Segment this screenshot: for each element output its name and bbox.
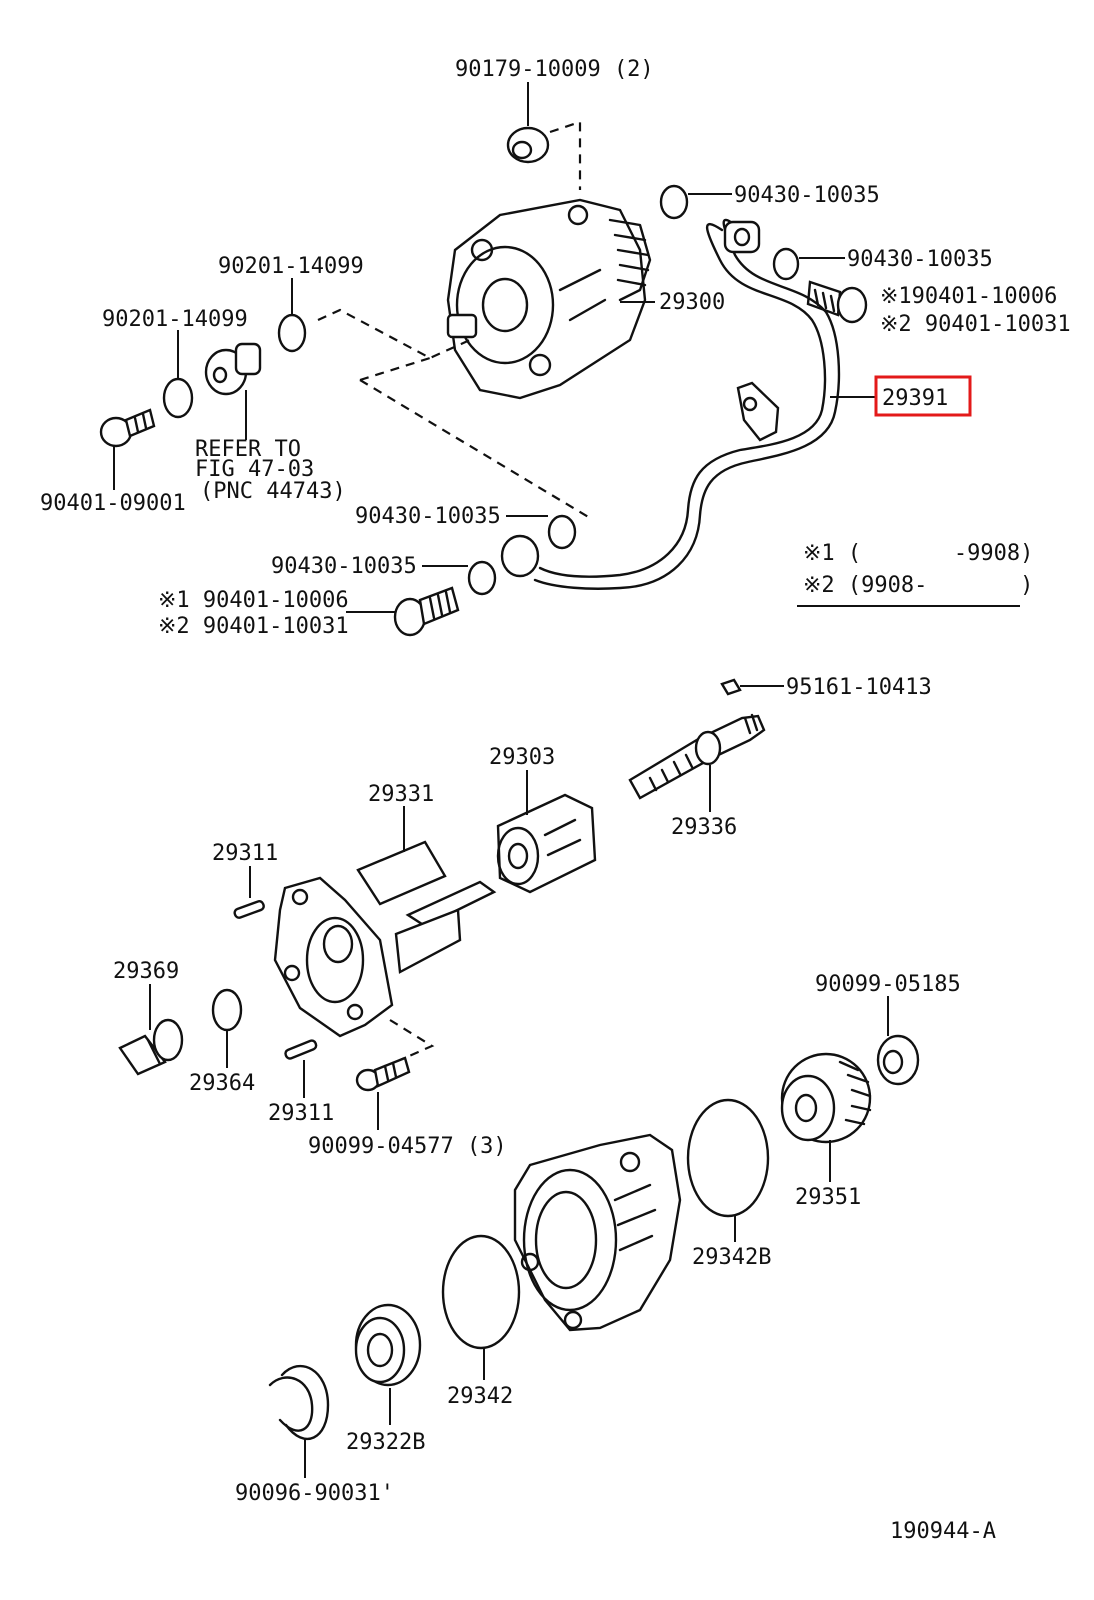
callout-29364[interactable]: 29364 bbox=[189, 1071, 255, 1096]
gasket-90430-a-drawing bbox=[659, 184, 689, 220]
union-bolt-lower-drawing bbox=[346, 586, 460, 637]
gasket-90201-b-drawing bbox=[162, 377, 194, 419]
callout-90401-10031-bottom[interactable]: ※2 90401-10031 bbox=[158, 614, 349, 639]
callout-29342B[interactable]: 29342B bbox=[692, 1245, 771, 1270]
callout-95161-10413[interactable]: 95161-10413 bbox=[786, 675, 932, 700]
gasket-90201-a-drawing bbox=[277, 313, 307, 353]
bearing-29322B-drawing bbox=[354, 1303, 422, 1425]
rotor-shaft-29336-drawing bbox=[628, 713, 766, 812]
highlight-box bbox=[874, 375, 972, 417]
pin-29311-a-drawing bbox=[233, 900, 265, 919]
vacuum-pump-drawing bbox=[446, 198, 655, 400]
union-bolt-upper-drawing bbox=[806, 280, 868, 324]
callout-29303[interactable]: 29303 bbox=[489, 745, 555, 770]
gasket-29364-drawing bbox=[211, 988, 243, 1032]
refer-note-line1: REFER TO bbox=[195, 437, 301, 462]
applicability-note-2: ※2 (9908- ) bbox=[803, 573, 1033, 598]
callout-90401-09001[interactable]: 90401-09001 bbox=[40, 491, 186, 516]
bolt-90099-04577-drawing bbox=[355, 1056, 411, 1130]
nut-90099-05185-drawing bbox=[876, 996, 920, 1086]
nut-90179-drawing bbox=[506, 82, 550, 164]
callout-90201-14099-a[interactable]: 90201-14099 bbox=[218, 254, 364, 279]
callout-90401-10006-top[interactable]: ※190401-10006 bbox=[880, 284, 1057, 309]
callout-29322B[interactable]: 29322B bbox=[346, 1430, 425, 1455]
snap-ring-90096-drawing bbox=[268, 1364, 330, 1478]
callout-90201-14099-b[interactable]: 90201-14099 bbox=[102, 307, 248, 332]
gasket-90430-c-drawing bbox=[547, 514, 577, 550]
o-ring-29342B-drawing bbox=[686, 1098, 770, 1218]
refer-note-line3: (PNC 44743) bbox=[200, 479, 346, 504]
callout-90430-10035-a[interactable]: 90430-10035 bbox=[734, 183, 880, 208]
applicability-note-1: ※1 ( -9908) bbox=[803, 541, 1033, 566]
vane-29331-drawing bbox=[356, 806, 497, 974]
callout-29369[interactable]: 29369 bbox=[113, 959, 179, 984]
pump-housing-drawing bbox=[513, 1133, 682, 1332]
callout-90099-04577[interactable]: 90099-04577 (3) bbox=[308, 1134, 507, 1159]
key-95161-drawing bbox=[720, 678, 784, 696]
callout-29311-b[interactable]: 29311 bbox=[268, 1101, 334, 1126]
callout-90096-90031[interactable]: 90096-90031' bbox=[235, 1481, 394, 1506]
gasket-90430-b-drawing bbox=[772, 247, 800, 281]
o-ring-29342-drawing bbox=[441, 1234, 521, 1350]
end-plate-drawing bbox=[273, 876, 394, 1038]
figure-id: 190944-A bbox=[890, 1519, 996, 1544]
callout-90401-10006-bottom[interactable]: ※1 90401-10006 bbox=[158, 588, 349, 613]
callout-29342[interactable]: 29342 bbox=[447, 1384, 513, 1409]
callout-29311-a[interactable]: 29311 bbox=[212, 841, 278, 866]
callout-90430-10035-b[interactable]: 90430-10035 bbox=[847, 247, 993, 272]
screw-90401-09001-drawing bbox=[99, 408, 156, 490]
callout-90430-10035-c[interactable]: 90430-10035 bbox=[355, 504, 501, 529]
gear-29351-drawing bbox=[780, 1052, 872, 1182]
pin-29311-b-drawing bbox=[284, 1039, 318, 1060]
callout-90179-10009[interactable]: 90179-10009 (2) bbox=[455, 57, 654, 82]
callout-90401-10031-top[interactable]: ※2 90401-10031 bbox=[880, 312, 1071, 337]
rotor-29303-drawing bbox=[496, 770, 597, 894]
callout-29331[interactable]: 29331 bbox=[368, 782, 434, 807]
plug-29369-drawing bbox=[118, 984, 184, 1076]
callout-29351[interactable]: 29351 bbox=[795, 1185, 861, 1210]
callout-90099-05185[interactable]: 90099-05185 bbox=[815, 972, 961, 997]
callout-29391[interactable]: 29391 bbox=[882, 386, 948, 411]
oil-pipe-29391-drawing bbox=[500, 218, 876, 590]
refer-note-line2: FIG 47-03 bbox=[195, 457, 314, 482]
gasket-90430-d-drawing bbox=[467, 560, 497, 596]
callout-29300[interactable]: 29300 bbox=[659, 290, 725, 315]
banjo-fitting-drawing bbox=[204, 342, 262, 440]
callout-29336[interactable]: 29336 bbox=[671, 815, 737, 840]
callout-90430-10035-d[interactable]: 90430-10035 bbox=[271, 554, 417, 579]
